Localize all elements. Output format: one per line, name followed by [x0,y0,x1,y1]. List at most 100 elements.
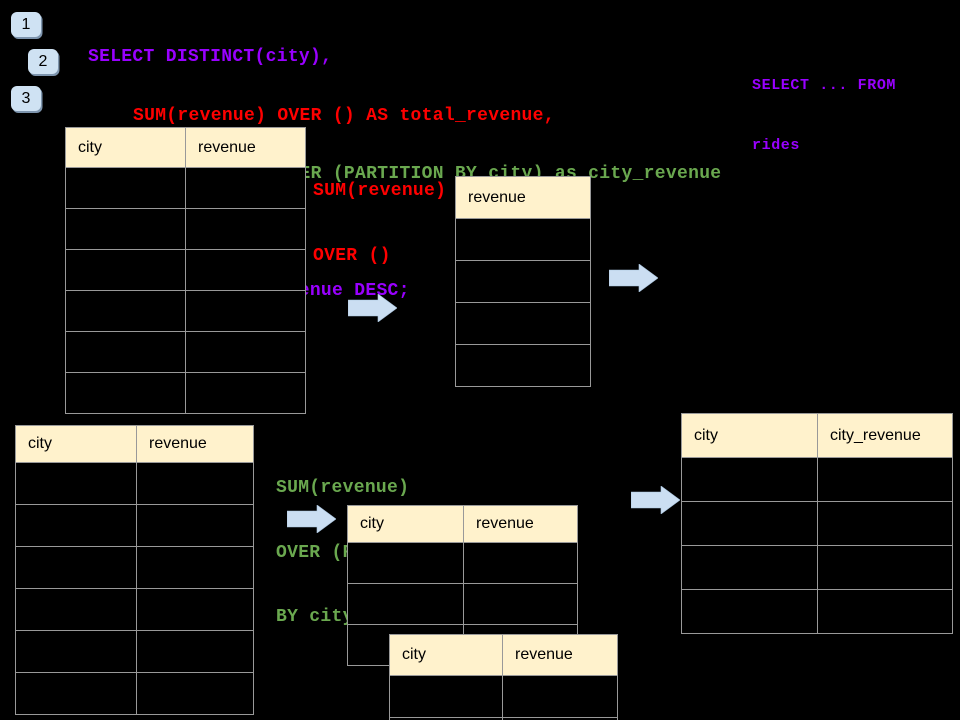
table-row [681,545,953,590]
flow-arrow-icon [287,505,336,533]
empty-cell [817,589,953,634]
column-header: city_revenue [817,413,953,458]
sql-line-select: SELECT DISTINCT(city), [88,47,333,67]
empty-cell [15,588,137,631]
flow-arrow-icon [348,294,397,322]
empty-cell [681,589,818,634]
column-header: revenue [455,176,591,219]
empty-cell [136,672,254,715]
empty-cell [455,302,591,345]
sql-line-total: SUM(revenue) OVER () AS total_revenue, [133,105,555,126]
empty-cell [817,501,953,546]
annotation-line: OVER () [313,245,391,266]
empty-cell [65,167,186,209]
empty-cell [681,457,818,502]
table-revenue-only: revenue [455,176,591,387]
column-header: revenue [136,425,254,463]
empty-cell [185,290,306,332]
empty-cell [817,545,953,590]
annotation-line: SUM(revenue) [313,181,447,201]
empty-cell [15,672,137,715]
empty-cell [185,208,306,250]
side-note-line: SELECT ... FROM [752,77,897,94]
table-row [455,344,591,387]
column-header: city [681,413,818,458]
side-note: SELECT ... FROM rides [752,36,896,196]
side-note-line: rides [752,137,801,154]
step-badge-1: 1 [11,12,41,37]
empty-cell [455,218,591,261]
empty-cell [65,290,186,332]
empty-cell [817,457,953,502]
step-badge-label: 1 [21,15,31,33]
empty-cell [455,344,591,387]
table-row [389,717,618,720]
flow-arrow-icon [609,264,658,292]
table-row [65,208,306,250]
column-header: city [347,505,464,543]
table-row [15,672,254,715]
empty-cell [136,630,254,673]
table-row [455,218,591,261]
step-badge-label: 3 [21,89,31,107]
empty-cell [136,462,254,505]
table-row [15,588,254,631]
table-row [15,546,254,589]
table-row [65,249,306,291]
empty-cell [136,588,254,631]
empty-cell [502,675,618,718]
empty-cell [15,546,137,589]
empty-cell [65,331,186,373]
empty-cell [185,331,306,373]
table-row [15,462,254,505]
step-badge-3: 3 [11,86,41,111]
column-header: revenue [502,634,618,676]
table-row [347,583,578,625]
empty-cell [681,501,818,546]
empty-cell [681,545,818,590]
empty-cell [15,462,137,505]
empty-cell [463,542,578,584]
empty-cell [136,504,254,547]
table-row [681,501,953,546]
column-header: city [15,425,137,463]
empty-cell [136,546,254,589]
table-row [389,675,618,718]
empty-cell [185,167,306,209]
empty-cell [15,630,137,673]
step-badge-2: 2 [28,49,58,74]
empty-cell [65,372,186,414]
table-row [65,290,306,332]
empty-cell [185,249,306,291]
empty-cell [463,583,578,625]
empty-cell [65,249,186,291]
flow-arrow-icon [631,486,680,514]
empty-cell [65,208,186,250]
table-row [65,372,306,414]
column-header: revenue [463,505,578,543]
empty-cell [455,260,591,303]
empty-cell [389,675,503,718]
column-header: city [389,634,503,676]
table-row [681,457,953,502]
table-row [455,302,591,345]
empty-cell [185,372,306,414]
column-header: revenue [185,127,306,168]
table-row [347,542,578,584]
table-row [65,331,306,373]
empty-cell [347,542,464,584]
empty-cell [347,583,464,625]
step-badge-label: 2 [38,52,48,70]
empty-cell [502,717,618,720]
table-row [65,167,306,209]
empty-cell [15,504,137,547]
table-row [681,589,953,634]
annotation-total-revenue: SUM(revenue) OVER () [313,138,446,310]
column-header: city [65,127,186,168]
table-row [15,504,254,547]
